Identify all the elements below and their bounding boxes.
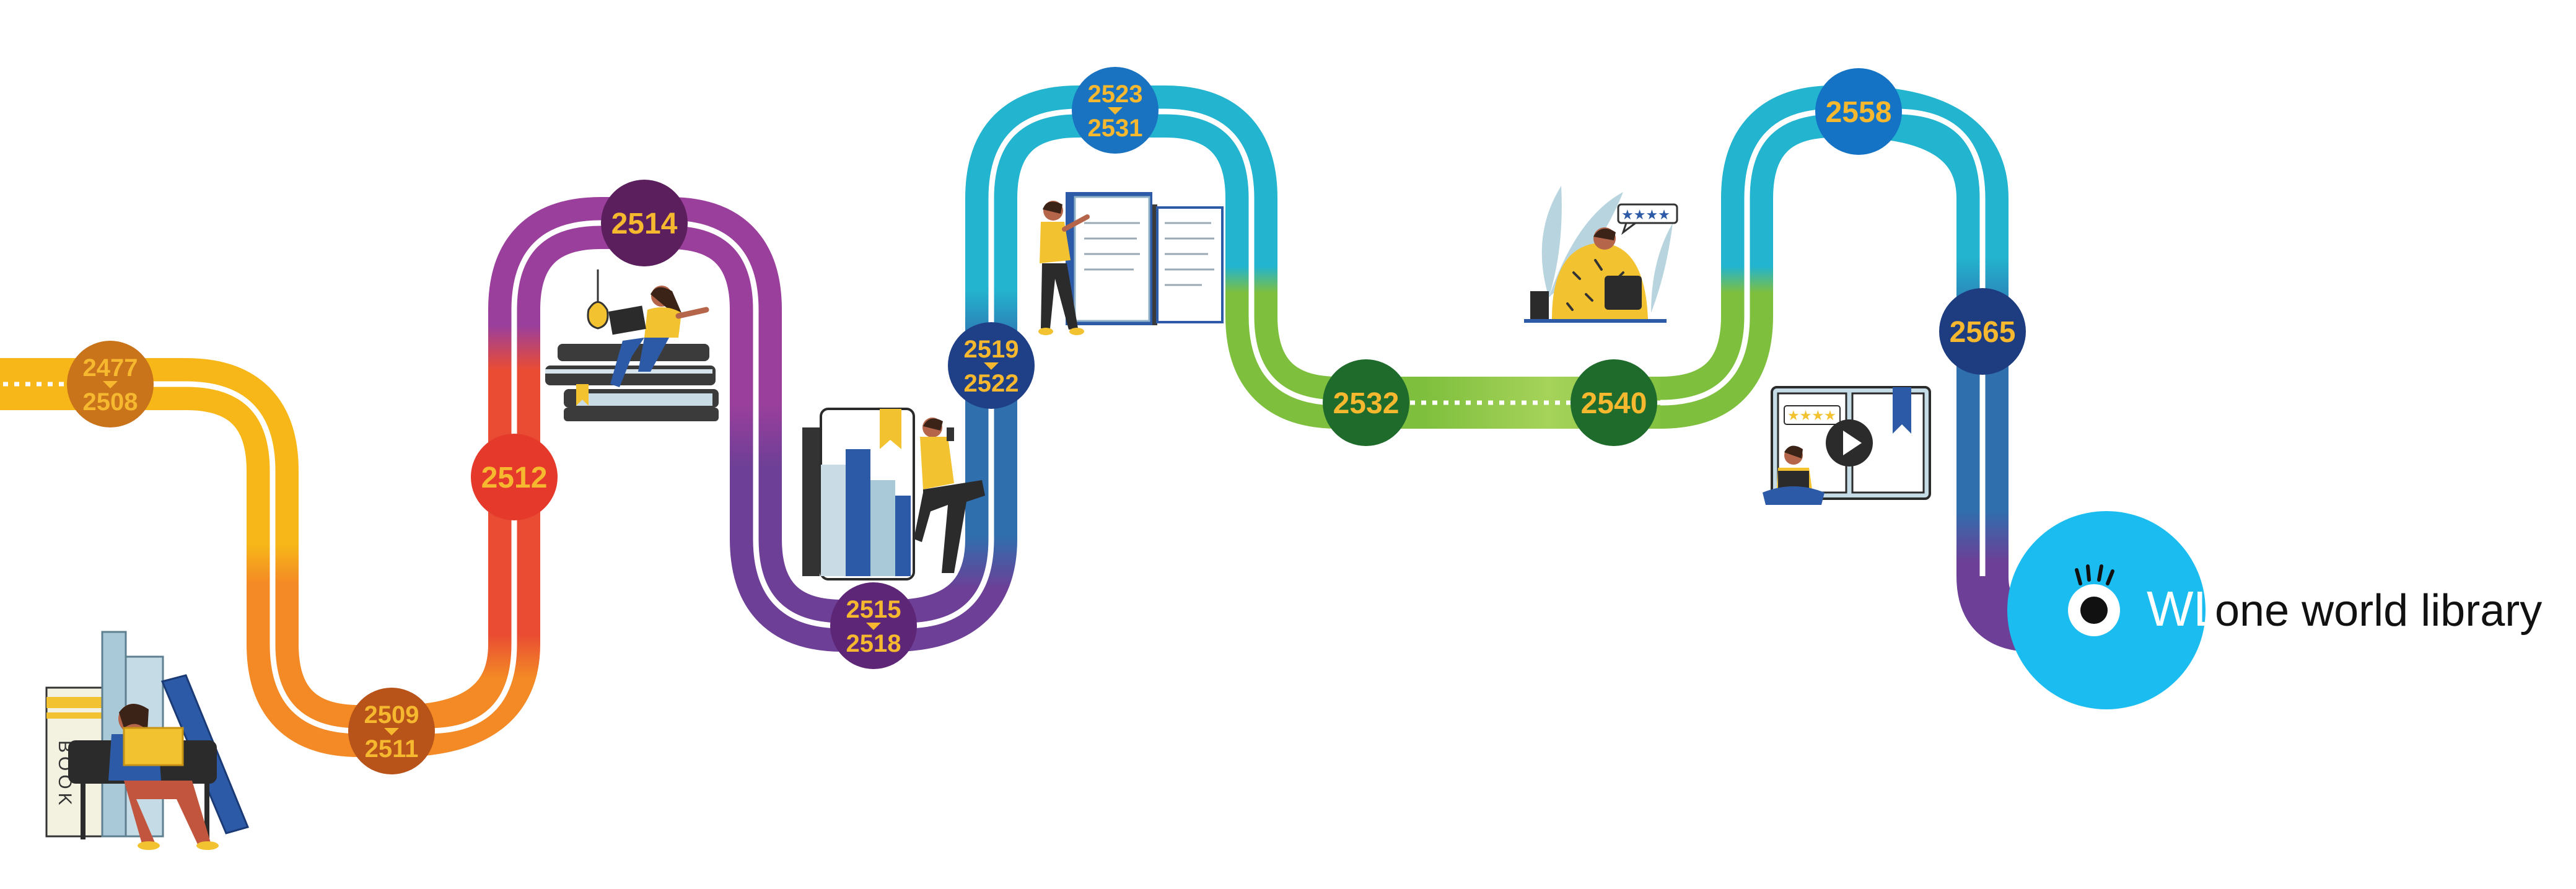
milestone-arrow-icon <box>103 381 118 388</box>
svg-text:★★★★: ★★★★ <box>1787 408 1836 423</box>
milestone-year: 2514 <box>611 208 678 240</box>
milestone-year-start: 2523 <box>1088 81 1143 108</box>
milestone-marker: 2515 2518 <box>830 582 917 669</box>
brand-name: one world library <box>2215 586 2542 636</box>
milestone-year-end: 2531 <box>1088 115 1143 142</box>
milestone-year-end: 2508 <box>83 388 138 416</box>
milestone-arrow-icon <box>866 623 881 630</box>
milestone-year-start: 2519 <box>964 336 1019 363</box>
road-center-line <box>74 108 1986 734</box>
milestone-year: 2532 <box>1333 387 1400 420</box>
milestone-arrow-icon <box>984 362 999 370</box>
milestone-year-start: 2509 <box>364 701 419 729</box>
milestone-marker: 2558 <box>1815 68 1902 155</box>
milestone-year: 2558 <box>1826 96 1892 129</box>
milestone-marker: 2532 <box>1323 359 1409 446</box>
milestone-year: 2565 <box>1950 316 2016 349</box>
milestone-circle <box>1815 68 1902 155</box>
milestone-marker: 2514 <box>601 180 688 266</box>
woman-open-book-illustration <box>1038 192 1224 335</box>
woman-laptop-books-illustration <box>545 269 719 421</box>
milestone-arrow-icon <box>384 728 399 735</box>
milestone-year-end: 2511 <box>365 735 419 763</box>
milestone-marker: 2509 2511 <box>348 688 435 774</box>
man-laptop-rating-illustration: ★★★★ <box>1524 186 1678 323</box>
milestone-year-end: 2522 <box>964 370 1019 397</box>
brand-logo-letters: WL <box>2147 581 2221 636</box>
milestone-marker: 2565 <box>1939 288 2026 375</box>
milestone-marker: 2523 2531 <box>1072 67 1159 154</box>
milestone-markers: 2477 2508 2509 2511 2512 2514 2515 2518 2519 2522… <box>67 67 2026 774</box>
milestone-marker: 2512 <box>471 434 558 520</box>
milestone-circle <box>1571 359 1657 446</box>
milestone-marker: 2540 <box>1571 359 1657 446</box>
reading-woman-illustration: BOOK <box>45 631 250 850</box>
milestone-circle <box>471 434 558 520</box>
milestone-year-start: 2477 <box>83 354 138 382</box>
man-phone-books-illustration <box>802 408 985 580</box>
milestone-year-start: 2515 <box>846 596 901 623</box>
svg-text:★★★★: ★★★★ <box>1621 207 1670 222</box>
eye-icon <box>2068 564 2120 636</box>
milestone-marker: 2477 2508 <box>67 341 154 427</box>
milestone-year: 2512 <box>481 462 548 494</box>
milestone-circle <box>1323 359 1409 446</box>
timeline-road <box>0 85 2033 757</box>
milestone-circle <box>601 180 688 266</box>
milestone-arrow-icon <box>1108 107 1123 115</box>
man-video-illustration: ★★★★ <box>1763 386 1931 505</box>
milestone-year: 2540 <box>1581 387 1647 420</box>
milestone-circle <box>1939 288 2026 375</box>
milestone-marker: 2519 2522 <box>948 322 1035 409</box>
brand-logo: WL one world library <box>2007 511 2542 709</box>
milestone-year-end: 2518 <box>846 630 901 657</box>
